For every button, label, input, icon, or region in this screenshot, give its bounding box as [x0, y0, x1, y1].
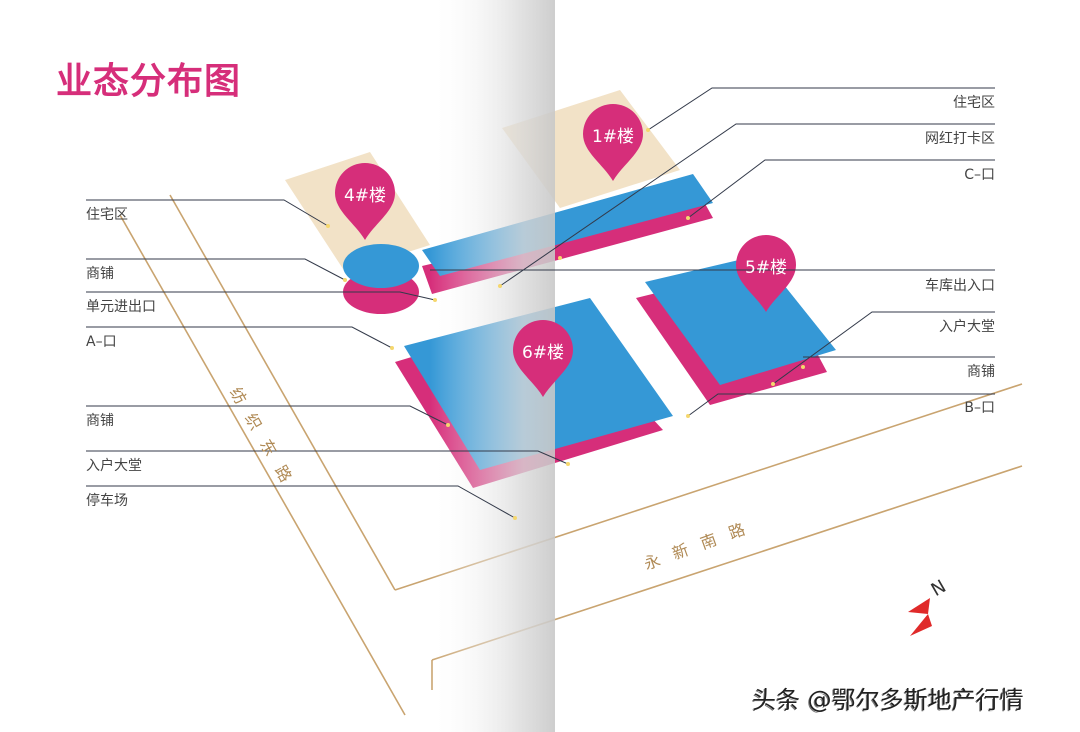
legend-right-checkin-area: 网红打卡区 [925, 131, 995, 147]
legend-right-lobby: 入户大堂 [939, 319, 995, 335]
legend-left-parking: 停车场 [86, 493, 128, 509]
building-6-label: 6#楼 [521, 343, 565, 363]
leader-lines-right [430, 87, 995, 417]
legend-right-shops: 商铺 [967, 364, 995, 380]
watermark: 头条 @鄂尔多斯地产行情 [752, 686, 1024, 714]
legend-left-lobby: 入户大堂 [86, 458, 142, 474]
legend-left-unit-entrance: 单元进出口 [86, 299, 156, 315]
building-4-top [343, 244, 419, 288]
legend-right-gate-c: C–口 [964, 167, 995, 183]
pin-5-icon [736, 235, 796, 312]
pin-1-icon [583, 104, 643, 181]
building-5-label: 5#楼 [744, 258, 788, 278]
legend-right-gate-b: B–口 [964, 400, 995, 416]
pin-6-icon [513, 320, 573, 397]
location-pins [335, 104, 796, 397]
legend-right-residential: 住宅区 [953, 95, 995, 111]
legend-left-gate-a: A–口 [86, 334, 117, 350]
pin-4-icon [335, 163, 395, 240]
leader-dots [326, 128, 805, 520]
building-1-label: 1#楼 [591, 127, 635, 147]
legend-left-shops-2: 商铺 [86, 413, 114, 429]
leader-lines-left [86, 199, 569, 519]
legend-left-shops: 商铺 [86, 266, 114, 282]
building-4-label: 4#楼 [343, 186, 387, 206]
legend-left-residential: 住宅区 [86, 207, 128, 223]
legend-right-garage-entrance: 车库出入口 [925, 278, 995, 294]
page-title: 业态分布图 [56, 61, 242, 102]
compass-icon [908, 598, 932, 636]
building-5-top [645, 255, 836, 385]
